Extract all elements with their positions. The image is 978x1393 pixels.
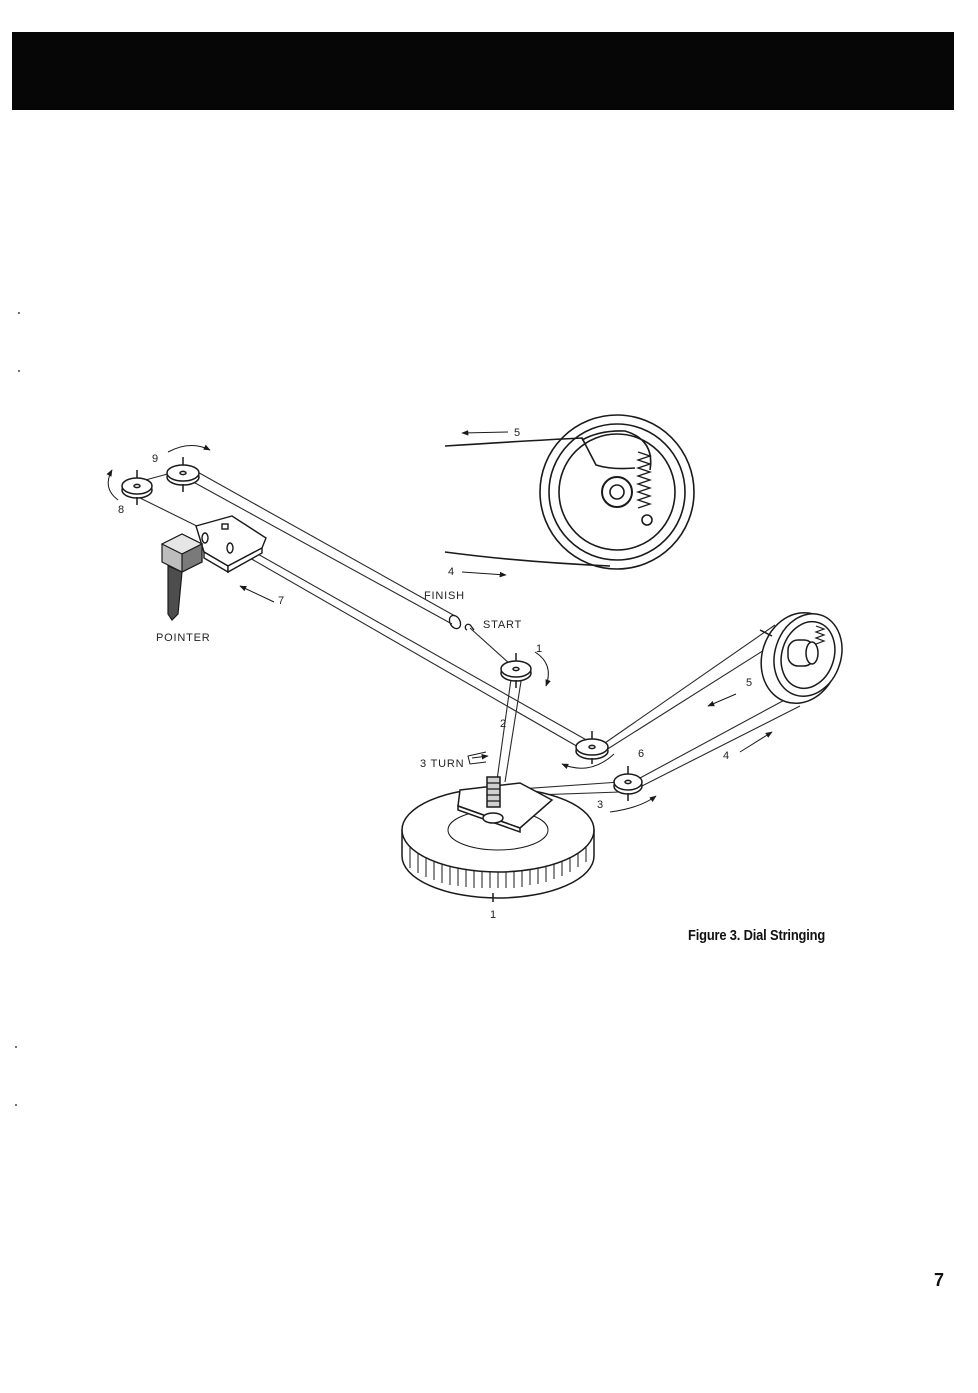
pulley-1 [500,653,532,688]
label-6: 6 [638,748,645,760]
turn-label: 3 TURN [420,758,464,770]
pointer-label: POINTER [156,632,211,644]
pointer-carriage [195,515,267,574]
label-7: 7 [278,595,285,607]
label-1: 1 [536,643,543,655]
drive-disc [401,776,595,902]
pulley-9 [166,457,200,492]
drum-spring-inset [444,414,695,570]
scan-speck [15,1104,17,1106]
label-2: 2 [500,718,507,730]
tuning-drum [759,611,843,705]
pulley-6 [575,731,609,764]
direction-arrows [106,444,773,813]
hub-label-1: 1 [490,909,497,921]
scan-speck [18,312,20,314]
label-3: 3 [597,799,604,811]
string-hooks [448,614,475,631]
pulley-3 [613,766,643,801]
scan-speck [15,1046,17,1048]
spring-coil [635,451,653,509]
page-number: 7 [934,1270,945,1290]
label-5: 5 [746,677,753,689]
header-bar [12,32,954,110]
label-4: 4 [723,750,730,762]
label-8: 8 [118,504,125,516]
finish-label: FINISH [424,590,465,602]
inset-label-4: 4 [448,566,455,578]
figure-caption: Figure 3. Dial Stringing [688,927,826,944]
pointer-block [160,533,204,621]
label-9: 9 [152,453,159,465]
pulley-8 [121,470,153,505]
start-label: START [483,619,522,631]
inset-label-5: 5 [514,427,521,439]
scan-speck [18,370,20,372]
